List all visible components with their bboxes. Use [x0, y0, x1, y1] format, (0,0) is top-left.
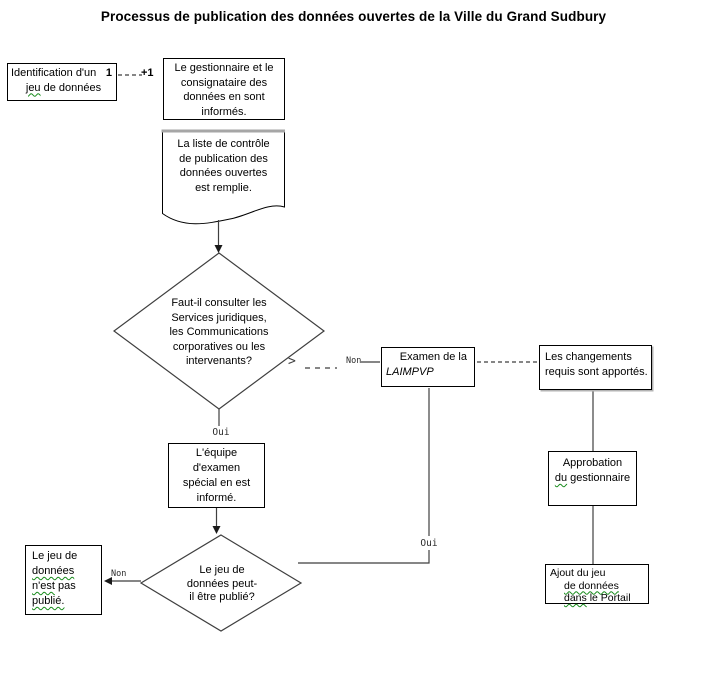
nonpublie-line1: Le jeu de	[32, 550, 78, 562]
node-equipe-examen: L'équipe d'examen spécial en est informé…	[168, 443, 265, 508]
node-changements: Les changements requis sont apportés.	[539, 345, 652, 390]
approbation-line2-squiggle: du	[554, 472, 568, 484]
arrowhead-decision1	[214, 245, 223, 253]
equipe-line3: spécial en est	[182, 477, 251, 489]
informes-line4: informés.	[201, 105, 247, 118]
identification-line2-rest: de données	[40, 81, 102, 94]
edge-label-oui-examen: Oui	[420, 538, 438, 549]
nonpublie-line4-squiggle: publié.	[32, 595, 65, 607]
changements-line2: requis sont apportés.	[545, 366, 648, 378]
diagram-title: Processus de publication des données ouv…	[100, 9, 607, 24]
ajout-line2-squiggle: de données	[564, 579, 619, 592]
examen-line1: Examen de la	[399, 351, 467, 363]
node-ajout-portail: Ajout du jeu de données dans le Portail	[545, 564, 649, 604]
edge-label-gt-mark: >	[288, 354, 296, 369]
decision1-line5: intervenants?	[185, 355, 253, 367]
ajout-line3-squiggle: dans	[564, 592, 587, 604]
connector-end-marker: +1	[141, 67, 154, 79]
identification-line1: Identification d'un	[11, 67, 97, 79]
liste-line1: La liste de contrôle	[177, 138, 270, 150]
node-non-publie: Le jeu de données n'est pas publié.	[25, 545, 102, 615]
nonpublie-line3-squiggle: n'est	[32, 580, 55, 592]
node-informes: Le gestionnaire et le consignataire des …	[163, 58, 285, 120]
ajout-line3-rest: le Portail	[586, 592, 631, 604]
approbation-line1: Approbation	[562, 457, 623, 469]
liste-line2: de publication des	[179, 152, 268, 165]
informes-line2: consignataire des	[180, 76, 268, 89]
equipe-line1: L'équipe	[195, 447, 238, 459]
node-approbation: Approbation du gestionnaire	[548, 451, 637, 506]
approbation-line2-rest: gestionnaire	[567, 472, 631, 484]
decision2-line3: il être publié?	[189, 591, 255, 603]
edge-label-oui-decision1: Oui	[212, 427, 230, 438]
decision1-line1: Faut-il consulter les	[171, 297, 267, 309]
decision2-line2: données peut-	[186, 577, 258, 590]
decision2-diamond	[139, 534, 303, 632]
nonpublie-line3-rest: pas	[54, 580, 76, 592]
decision1-line3: les Communications	[169, 326, 269, 338]
document-shape-liste-controle	[162, 131, 285, 225]
informes-line1: Le gestionnaire et le	[174, 62, 274, 74]
arrowhead-nonpublie	[104, 577, 112, 585]
edge-label-non-decision2: Non	[111, 569, 127, 579]
identification-line2-squiggle: jeu	[25, 81, 41, 94]
equipe-line2: d'examen	[192, 462, 241, 474]
edge-label-non-decision1: Non	[346, 356, 362, 366]
equipe-line4: informé.	[196, 492, 237, 504]
liste-line4: est remplie.	[195, 181, 252, 194]
connector-examen-decision2-hook	[298, 550, 430, 564]
liste-line3: données ouvertes	[179, 167, 268, 179]
decision1-line2: Services juridiques,	[171, 311, 267, 324]
informes-line3: données en sont	[183, 91, 265, 103]
decision1-text: Faut-il consulter les Services juridique…	[114, 296, 324, 369]
ajout-line1: Ajout du jeu	[550, 567, 606, 579]
connector-start-marker: 1	[105, 67, 112, 79]
arrowhead-decision2	[212, 526, 221, 534]
nonpublie-line2-squiggle: données	[32, 565, 75, 577]
decision2-line1: Le jeu de	[199, 564, 245, 576]
decision2-text: Le jeu de données peut- il être publié?	[142, 564, 302, 605]
node-examen-laimpvp: Examen de la LAIMPVP	[381, 347, 475, 387]
node-identification: Identification d'un jeu de données 1	[7, 63, 117, 101]
document-liste-controle-text: La liste de contrôle de publication des …	[162, 137, 285, 195]
decision1-line4: corporatives ou les	[172, 340, 266, 353]
examen-line2: LAIMPVP	[386, 366, 434, 378]
changements-line1: Les changements	[545, 351, 632, 363]
